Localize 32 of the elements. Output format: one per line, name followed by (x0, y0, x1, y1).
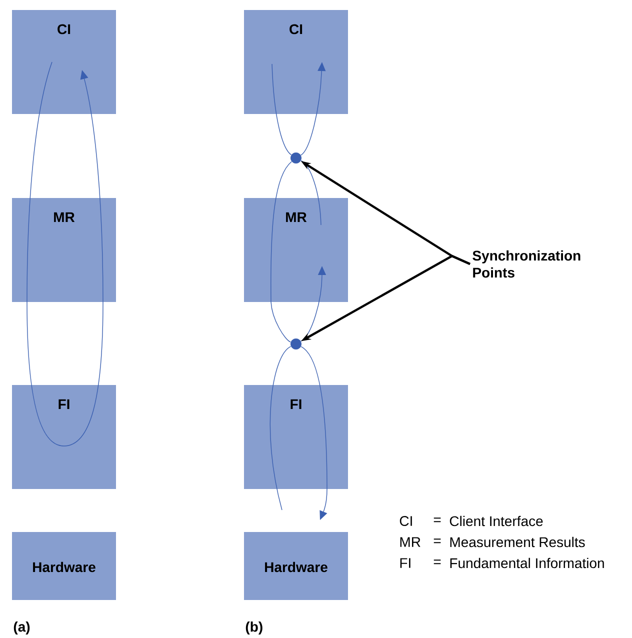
flow-line (270, 302, 291, 342)
panel-label: (b) (246, 621, 262, 635)
flow-line (26, 62, 52, 302)
flow-line (300, 160, 322, 226)
synchronization-dot (290, 338, 302, 350)
equals-sign: = (434, 538, 441, 544)
flow-line (64, 302, 104, 446)
abbreviation: FI (400, 558, 410, 568)
layer-box: FI (244, 385, 348, 489)
flow-line (26, 302, 64, 446)
flow-arrow (320, 488, 328, 520)
callout-text: Synchronization Points (472, 250, 580, 278)
equals-sign: = (434, 518, 441, 522)
abbreviation: MR (400, 537, 420, 547)
synchronization-dot (290, 152, 302, 164)
layer-box: CI (244, 10, 348, 114)
layer-box: Hardware (244, 532, 348, 600)
flow-line (272, 64, 292, 156)
layer-box: MR (12, 198, 116, 302)
panel-label: (a) (14, 621, 30, 635)
layer-box: MR (244, 198, 348, 302)
flow-line (270, 346, 292, 510)
equals-sign: = (434, 560, 441, 564)
layer-box: CI (12, 10, 116, 114)
layer-box: FI (12, 385, 116, 489)
abbreviation: CI (400, 516, 412, 526)
flow-line (270, 161, 292, 302)
legend-text: Measurement Results (450, 536, 585, 548)
flow-line (300, 346, 328, 490)
legend-text: Fundamental Information (450, 558, 604, 568)
layer-box: Hardware (12, 532, 116, 600)
legend-text: Client Interface (450, 516, 543, 526)
